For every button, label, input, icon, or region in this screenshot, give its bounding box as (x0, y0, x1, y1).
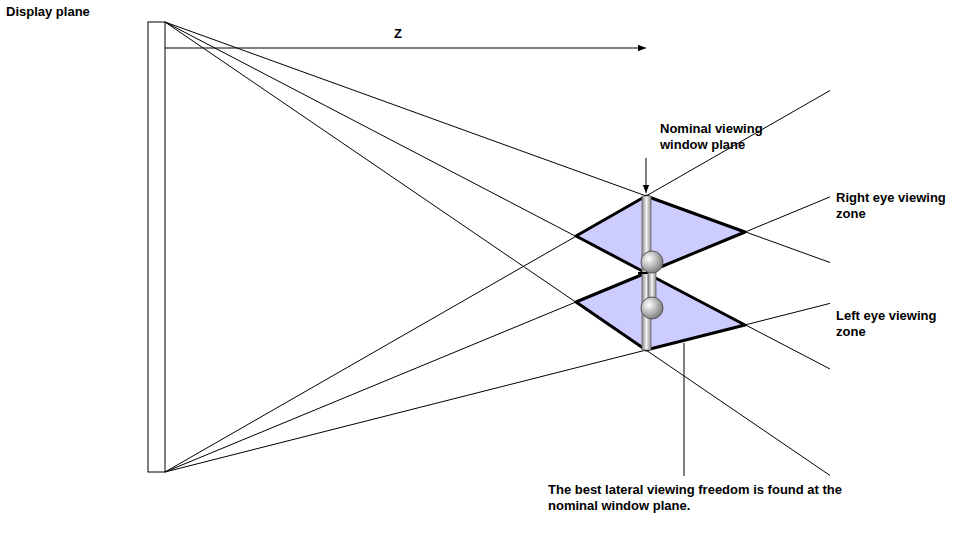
leader-line (646, 158, 647, 193)
zone-label: Left eye viewing zone (836, 308, 946, 340)
right-eye (641, 251, 663, 273)
display-panel (148, 22, 165, 472)
dimension-label: Z (388, 26, 408, 42)
plane-label: Nominal viewing window plane (660, 121, 792, 153)
note-label: The best lateral viewing freedom is foun… (548, 482, 878, 514)
z-dimension-arrow (150, 48, 646, 49)
plane-label: Display plane (6, 4, 146, 20)
zone-label: Right eye viewing zone (836, 190, 946, 222)
ray-lines (165, 22, 830, 476)
left-eye (641, 297, 663, 319)
right-eye-zone (576, 196, 745, 273)
leader-line (684, 343, 685, 476)
